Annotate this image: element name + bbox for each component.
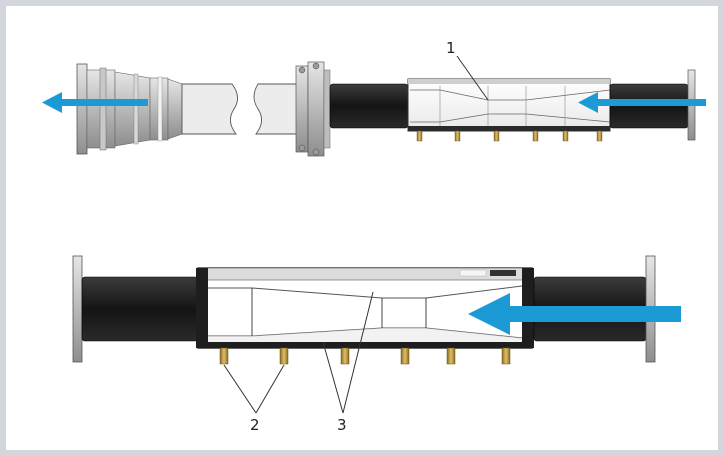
top-assembly: 1 <box>42 39 706 157</box>
callout-2: 2 <box>250 416 260 434</box>
top-flow-arrow-left <box>42 92 148 113</box>
callout-1: 1 <box>446 39 456 57</box>
top-pressure-taps <box>416 130 603 142</box>
callout-1-leader <box>456 55 489 101</box>
callout-3-leader <box>322 291 374 414</box>
callout-3: 3 <box>337 416 347 434</box>
bottom-flow-arrow <box>468 293 681 335</box>
top-rubber-sleeve-left <box>329 83 409 129</box>
top-pipe-right <box>253 83 301 135</box>
bottom-assembly: 2 3 <box>72 255 681 434</box>
top-left-flange <box>76 63 169 155</box>
bottom-rubber-sleeve-left <box>81 276 199 342</box>
top-bolted-flange <box>295 61 331 157</box>
top-flow-arrow-right <box>578 92 706 113</box>
bottom-left-flange <box>72 255 83 363</box>
top-pipe-left <box>181 83 238 135</box>
bottom-pressure-taps <box>219 347 511 365</box>
callout-2-leader <box>223 364 285 414</box>
top-venturi-body <box>407 78 611 132</box>
bottom-venturi-body <box>196 267 534 349</box>
